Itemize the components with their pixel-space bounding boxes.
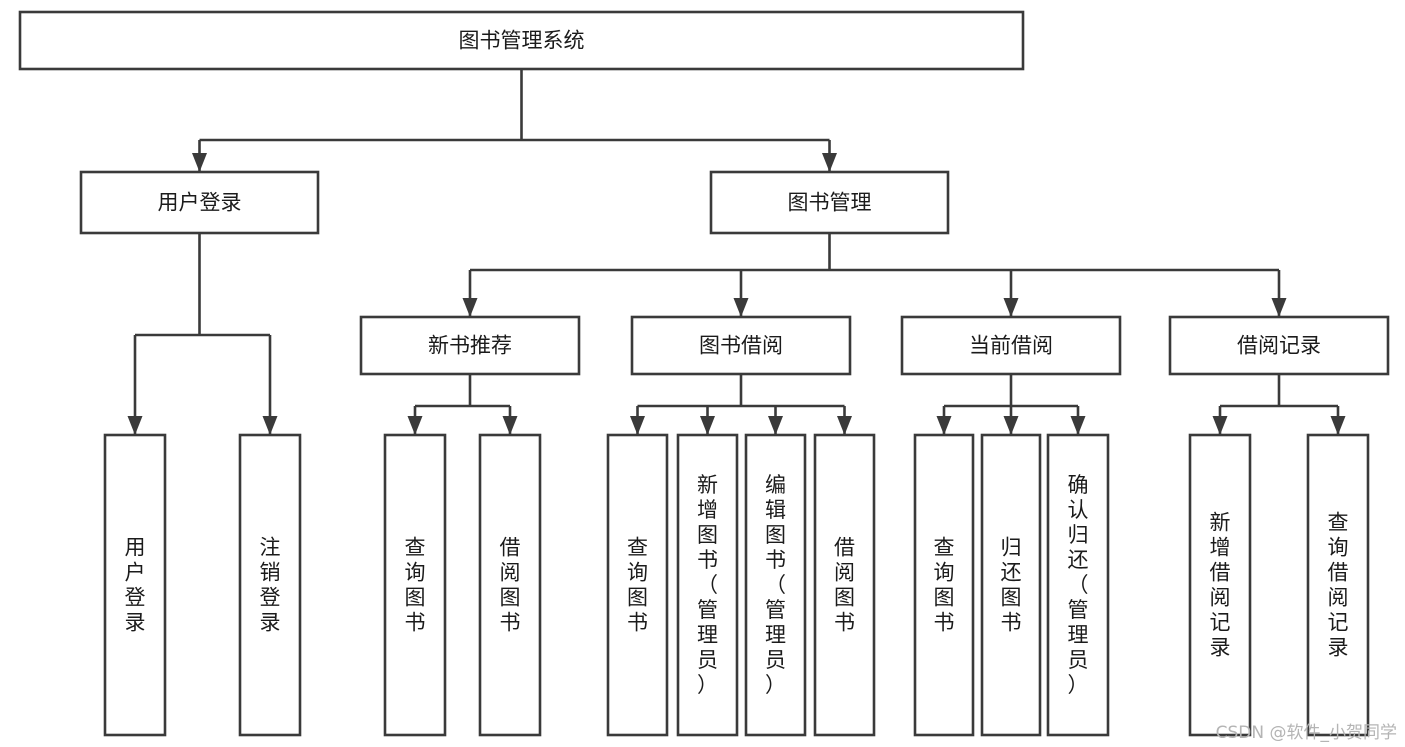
node-box (383, 433, 447, 737)
node-l4-add-book[interactable]: 新增图书（管理员） (676, 433, 739, 737)
node-l3-borrow-record[interactable]: 借阅记录 (1168, 315, 1390, 376)
node-label: 图书管理 (788, 191, 872, 215)
node-label: 借阅记录 (1237, 334, 1321, 358)
node-label: 查询借阅记录 (1328, 511, 1349, 660)
node-box (103, 433, 167, 737)
arrow-head-icon (407, 416, 423, 435)
edge-group-l3-current-borrow (936, 374, 1086, 435)
node-label: 确认归还（管理员） (1068, 473, 1089, 697)
arrow-head-icon (822, 153, 837, 172)
node-box (630, 315, 852, 376)
edge-group-l3-borrow-record (1212, 374, 1346, 435)
arrow-head-icon (262, 416, 278, 435)
arrow-head-icon (936, 416, 952, 435)
node-l4-query-book-a[interactable]: 查询图书 (383, 433, 447, 737)
arrow-head-icon (192, 153, 207, 172)
node-label: 新书推荐 (428, 334, 512, 358)
node-box (478, 433, 542, 737)
node-label: 用户登录 (125, 536, 146, 635)
arrow-head-icon (733, 298, 749, 317)
node-box (1168, 315, 1390, 376)
node-box (18, 10, 1025, 71)
node-l4-edit-book[interactable]: 编辑图书（管理员） (744, 433, 807, 737)
node-box (709, 170, 950, 235)
node-box (913, 433, 975, 737)
node-label: 查询图书 (405, 536, 426, 635)
node-label: 注销登录 (260, 536, 281, 635)
edge-group-root (192, 69, 837, 172)
node-l4-confirm-return[interactable]: 确认归还（管理员） (1046, 433, 1110, 737)
node-l4-add-record[interactable]: 新增借阅记录 (1188, 433, 1252, 737)
node-layer: 图书管理系统用户登录图书管理新书推荐图书借阅当前借阅借阅记录用户登录注销登录查询… (18, 10, 1390, 737)
edge-group-l2-book-manage (462, 233, 1287, 317)
arrow-head-icon (768, 416, 783, 435)
node-l4-query-book-c[interactable]: 查询图书 (913, 433, 975, 737)
node-l4-return-book[interactable]: 归还图书 (980, 433, 1042, 737)
edge-group-l3-book-borrow (630, 374, 852, 435)
node-label: 当前借阅 (969, 334, 1053, 358)
node-l3-new-book-rec[interactable]: 新书推荐 (359, 315, 581, 376)
node-l4-query-record[interactable]: 查询借阅记录 (1306, 433, 1370, 737)
node-box (1188, 433, 1252, 737)
node-label: 查询图书 (934, 536, 955, 635)
node-label: 图书借阅 (699, 334, 783, 358)
node-box (676, 433, 739, 737)
node-label: 新增借阅记录 (1210, 511, 1231, 660)
node-label: 归还图书 (1001, 536, 1022, 635)
node-l4-borrow-book-b[interactable]: 借阅图书 (813, 433, 876, 737)
node-label: 编辑图书（管理员） (765, 473, 786, 697)
node-l2-user-login[interactable]: 用户登录 (79, 170, 320, 235)
node-l4-user-logout[interactable]: 注销登录 (238, 433, 302, 737)
node-label: 图书管理系统 (459, 29, 585, 53)
node-label: 借阅图书 (834, 536, 855, 635)
node-label: 查询图书 (627, 536, 648, 635)
arrow-head-icon (837, 416, 852, 435)
arrow-head-icon (700, 416, 715, 435)
arrow-head-icon (1003, 298, 1019, 317)
node-box (980, 433, 1042, 737)
arrow-head-icon (502, 416, 518, 435)
node-l4-query-book-b[interactable]: 查询图书 (606, 433, 669, 737)
node-box (744, 433, 807, 737)
arrow-head-icon (1070, 416, 1086, 435)
node-l4-user-login[interactable]: 用户登录 (103, 433, 167, 737)
node-box (238, 433, 302, 737)
node-box (813, 433, 876, 737)
arrow-head-icon (1271, 298, 1287, 317)
arrow-head-icon (1003, 416, 1019, 435)
node-box (79, 170, 320, 235)
edge-group-l2-user-login (127, 233, 278, 435)
node-label: 用户登录 (158, 191, 242, 215)
node-l3-current-borrow[interactable]: 当前借阅 (900, 315, 1122, 376)
node-box (1306, 433, 1370, 737)
connector-layer (127, 69, 1346, 435)
arrow-head-icon (1212, 416, 1228, 435)
node-box (359, 315, 581, 376)
node-box (606, 433, 669, 737)
arrow-head-icon (1330, 416, 1346, 435)
arrow-head-icon (127, 416, 143, 435)
node-l3-book-borrow[interactable]: 图书借阅 (630, 315, 852, 376)
node-label: 新增图书（管理员） (697, 473, 718, 697)
node-label: 借阅图书 (500, 536, 521, 635)
node-l4-borrow-book-a[interactable]: 借阅图书 (478, 433, 542, 737)
node-l2-book-manage[interactable]: 图书管理 (709, 170, 950, 235)
arrow-head-icon (630, 416, 645, 435)
edge-group-l3-new-book-rec (407, 374, 518, 435)
arrow-head-icon (462, 298, 478, 317)
node-root[interactable]: 图书管理系统 (18, 10, 1025, 71)
node-box (900, 315, 1122, 376)
node-box (1046, 433, 1110, 737)
